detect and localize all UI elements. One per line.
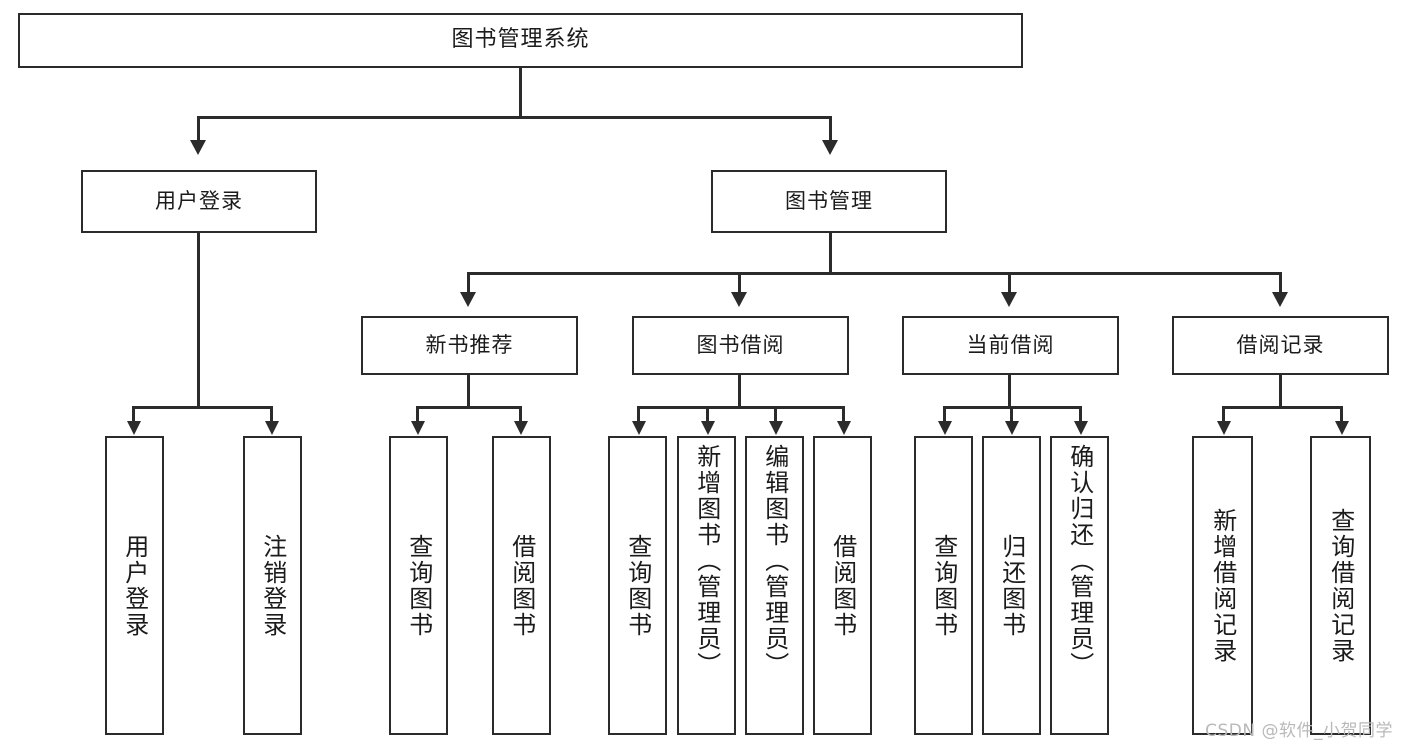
- connector-book-borrow-bus: [637, 406, 843, 409]
- arrowhead-leaf-query-book-a: [411, 421, 425, 435]
- leaf-return-book[interactable]: 归还图书: [982, 436, 1041, 735]
- leaf-add-borrow-record[interactable]: 新增借阅记录: [1192, 436, 1253, 735]
- connector-new-book-bus: [416, 406, 521, 409]
- leaf-user-login[interactable]: 用户登录: [105, 436, 164, 735]
- connector-user-login-drop-1: [132, 406, 135, 422]
- connector-borrow-record-drop-1: [1222, 406, 1225, 422]
- connector-book-borrow-drop-2: [706, 406, 709, 422]
- node-label: 用户登录: [155, 188, 243, 213]
- leaf-label: 查询图书: [404, 533, 433, 638]
- leaf-logout[interactable]: 注销登录: [243, 436, 302, 735]
- connector-root-stem: [519, 68, 522, 116]
- connector-book-borrow-drop-1: [637, 406, 640, 422]
- connector-current-borrow-drop-3: [1079, 406, 1082, 422]
- leaf-label: 新增借阅记录: [1208, 507, 1237, 664]
- node-label: 图书借阅: [696, 332, 785, 357]
- leaf-label: 归还图书: [997, 533, 1026, 638]
- connector-book-borrow-stem: [738, 375, 741, 406]
- node-root-system[interactable]: 图书管理系统: [18, 13, 1023, 68]
- leaf-borrow-book-borrow[interactable]: 借阅图书: [813, 436, 872, 735]
- connector-new-book-drop-2: [519, 406, 522, 422]
- node-label: 新书推荐: [425, 332, 514, 357]
- leaf-label: 新增图书（管理员）: [692, 444, 721, 678]
- node-book-management[interactable]: 图书管理: [711, 170, 947, 233]
- connector-to-current-borrow: [1008, 272, 1011, 294]
- leaf-label: 查询借阅记录: [1326, 507, 1355, 664]
- connector-root-bus: [197, 116, 831, 119]
- arrowhead-leaf-add-book: [701, 421, 715, 435]
- node-borrow-record[interactable]: 借阅记录: [1172, 316, 1389, 375]
- connector-current-borrow-drop-2: [1010, 406, 1013, 422]
- arrowhead-leaf-return-book: [1005, 421, 1019, 435]
- connector-book-borrow-drop-4: [842, 406, 845, 422]
- connector-to-borrow-record: [1279, 272, 1282, 294]
- leaf-label: 借阅图书: [507, 533, 536, 638]
- leaf-label: 查询图书: [623, 533, 652, 638]
- node-label: 图书管理: [785, 188, 873, 213]
- arrowhead-leaf-confirm-return: [1074, 421, 1088, 435]
- leaf-query-borrow-record[interactable]: 查询借阅记录: [1310, 436, 1371, 735]
- connector-borrow-record-drop-2: [1340, 406, 1343, 422]
- connector-to-new-book: [467, 272, 470, 294]
- connector-current-borrow-drop-1: [943, 406, 946, 422]
- connector-new-book-drop-1: [416, 406, 419, 422]
- arrowhead-leaf-query-record: [1335, 421, 1349, 435]
- arrowhead-leaf-logout: [265, 421, 279, 435]
- arrowhead-leaf-query-book-c: [938, 421, 952, 435]
- leaf-add-book-admin[interactable]: 新增图书（管理员）: [677, 436, 736, 735]
- leaf-label: 确认归还（管理员）: [1065, 444, 1094, 678]
- node-label: 图书管理系统: [451, 27, 590, 53]
- csdn-watermark: CSDN @软件_小贺同学: [1205, 721, 1393, 741]
- arrowhead-current-borrow: [1001, 292, 1017, 307]
- leaf-label: 用户登录: [120, 533, 149, 638]
- connector-to-book-borrow: [738, 272, 741, 294]
- connector-user-login-stem: [197, 233, 200, 406]
- arrowhead-leaf-query-book-b: [632, 421, 646, 435]
- connector-book-mgmt-stem: [829, 233, 832, 272]
- connector-borrow-record-stem: [1279, 375, 1282, 406]
- arrowhead-book-mgmt: [822, 140, 838, 155]
- leaf-borrow-book-recommend[interactable]: 借阅图书: [492, 436, 551, 735]
- arrowhead-book-borrow: [731, 292, 747, 307]
- arrowhead-user-login: [190, 140, 206, 155]
- leaf-label: 查询图书: [929, 533, 958, 638]
- leaf-label: 编辑图书（管理员）: [760, 444, 789, 678]
- connector-user-login-drop-2: [270, 406, 273, 422]
- connector-borrow-record-bus: [1222, 406, 1341, 409]
- leaf-query-book-current[interactable]: 查询图书: [914, 436, 973, 735]
- leaf-label: 注销登录: [258, 533, 287, 638]
- connector-current-borrow-stem: [1008, 375, 1011, 406]
- leaf-query-book-borrow[interactable]: 查询图书: [608, 436, 667, 735]
- arrowhead-leaf-user-login: [127, 421, 141, 435]
- node-user-login[interactable]: 用户登录: [81, 170, 317, 233]
- connector-user-login-bus: [132, 406, 271, 409]
- node-new-book-recommend[interactable]: 新书推荐: [361, 316, 578, 375]
- connector-new-book-stem: [467, 375, 470, 406]
- node-book-borrow[interactable]: 图书借阅: [632, 316, 849, 375]
- connector-root-to-user-login: [197, 116, 200, 142]
- arrowhead-leaf-borrow-book-a: [514, 421, 528, 435]
- node-label: 当前借阅: [966, 332, 1055, 357]
- arrowhead-leaf-add-record: [1217, 421, 1231, 435]
- leaf-edit-book-admin[interactable]: 编辑图书（管理员）: [745, 436, 804, 735]
- connector-root-to-book-mgmt: [829, 116, 832, 142]
- leaf-confirm-return-admin[interactable]: 确认归还（管理员）: [1050, 436, 1109, 735]
- node-current-borrow[interactable]: 当前借阅: [902, 316, 1119, 375]
- arrowhead-new-book: [460, 292, 476, 307]
- leaf-label: 借阅图书: [828, 533, 857, 638]
- connector-book-borrow-drop-3: [774, 406, 777, 422]
- node-label: 借阅记录: [1236, 332, 1325, 357]
- arrowhead-leaf-edit-book: [769, 421, 783, 435]
- leaf-query-book-recommend[interactable]: 查询图书: [389, 436, 448, 735]
- arrowhead-borrow-record: [1272, 292, 1288, 307]
- connector-level3-bus: [467, 272, 1279, 275]
- arrowhead-leaf-borrow-book-b: [837, 421, 851, 435]
